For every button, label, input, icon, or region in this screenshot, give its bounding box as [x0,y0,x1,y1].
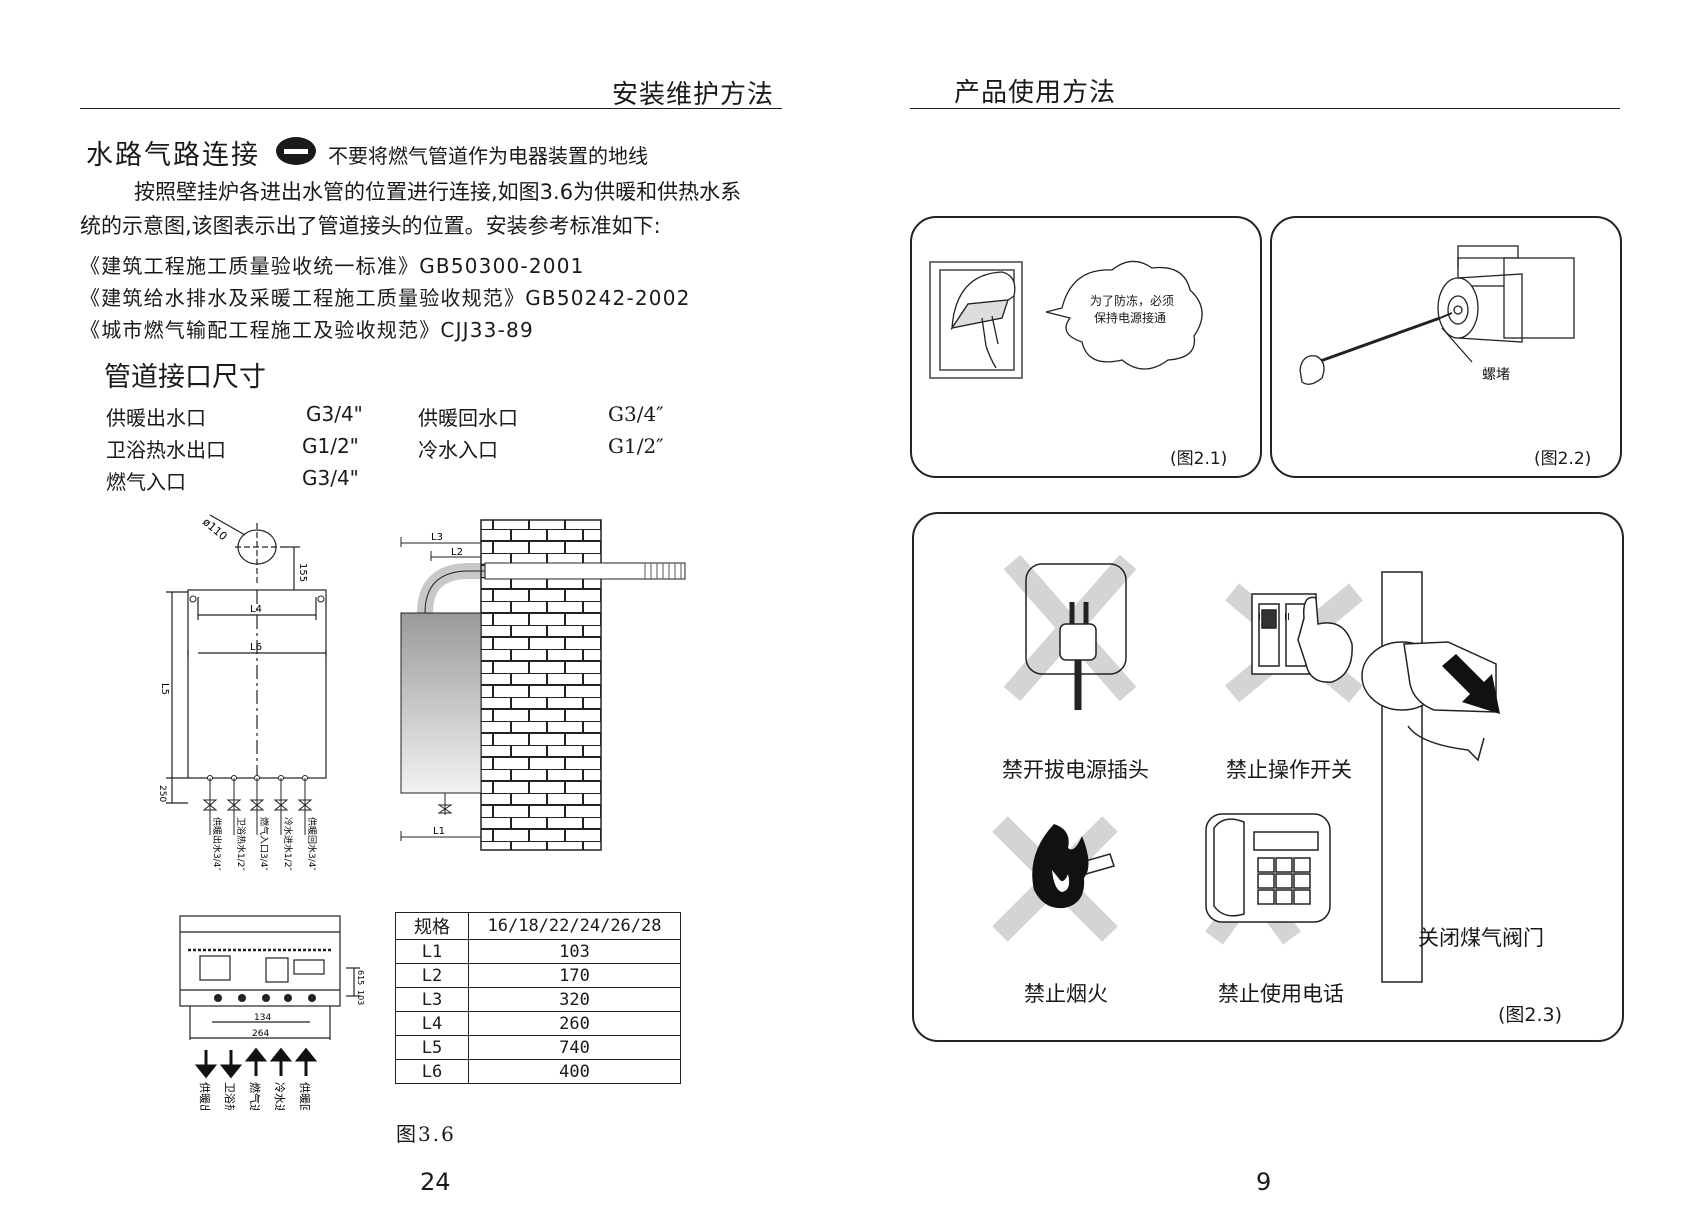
left-page-header: 安装维护方法 [612,80,775,110]
table-cell: L6 [395,1059,469,1084]
safety-illustrations [992,554,1500,983]
page-number-right: 9 [1256,1168,1272,1196]
paragraph-line-1: 按照壁挂炉各进出水管的位置进行连接,如图3.6为供暖和供热水系 [134,180,742,204]
spec-size: G1/2" [302,434,359,458]
figure-2-1-caption: (图2.1) [1170,449,1228,469]
table-header-row: 规格 16/18/22/24/26/28 [395,912,681,940]
arrow-label: 供暖回水 [298,1082,312,1110]
right-page-header: 产品使用方法 [954,78,1117,108]
paragraph-line-2: 统的示意图,该图表示出了管道接头的位置。安装参考标准如下: [80,214,661,238]
dim-155: 155 [297,563,308,582]
label-no-fire: 禁止烟火 [1024,982,1108,1006]
page-number-left: 24 [420,1168,451,1196]
dim-label-l1: L1 [433,826,445,837]
switch-mark: II [1284,612,1290,623]
left-header-rule [80,108,782,109]
label-no-unplug: 禁开拔电源插头 [1002,758,1149,782]
spec-size: G3/4″ [608,402,664,426]
bottom-view-diagram: 134 264 615 103 供暖出水 卫浴热水 燃气进口 冷水进水 供暖回水 [179,915,365,1110]
spec-name: 燃气入口 [106,470,186,494]
socket-illustration [929,260,1203,379]
table-cell: 103 [468,939,681,964]
front-view-diagram: ø110 155 L4 L6 L5 250 供暖出水3/4″ 卫浴热水1/2″ … [157,514,327,871]
outlet-label: 燃气入口3/4″ [258,817,270,871]
outlet-label: 供暖出水3/4″ [211,817,223,871]
side-view-diagram: L3 L2 L1 [400,519,686,851]
spec-size: G1/2″ [608,434,664,458]
pump-illustration [1299,245,1575,385]
dim-label-l3: L3 [431,532,443,543]
outlet-label: 冷水进水1/2″ [282,817,294,871]
outlet-label: 卫浴热水1/2″ [235,817,247,871]
figure-label: 图3.6 [396,1122,456,1146]
warning-text: 不要将燃气管道作为电器装置的地线 [328,144,648,168]
table-header-cell: 规格 [395,912,469,940]
dim-134: 134 [254,1013,271,1023]
table-cell: 320 [468,987,681,1012]
table-cell: L3 [395,987,469,1012]
dim-103: 103 [356,990,365,1005]
arrow-label: 冷水进水 [273,1082,286,1110]
table-cell: L1 [395,939,469,964]
table-cell: 260 [468,1011,681,1036]
prohibition-icon [276,137,316,165]
figure-2-3-caption: (图2.3) [1498,1004,1563,1026]
arrow-label: 燃气进口 [248,1082,262,1110]
label-no-phone: 禁止使用电话 [1218,982,1344,1006]
table-cell: L4 [395,1011,469,1036]
switch-mark: I [1258,612,1261,623]
dim-615: 615 [356,970,365,985]
dim-label-l6: L6 [250,642,262,653]
bubble-text-line-2: 保持电源接通 [1094,311,1167,325]
spec-name: 冷水入口 [418,438,498,462]
table-cell: 170 [468,963,681,988]
arrow-label: 卫浴热水 [223,1082,236,1110]
dim-label-l2: L2 [451,547,463,558]
spec-name: 供暖回水口 [418,406,518,430]
bubble-text-line-1: 为了防冻，必须 [1090,294,1175,308]
figure-2-3-panel: I II 禁开拔电源插头 禁止操作开关 关闭煤气阀门 禁止烟火 禁止使用电话 (… [912,512,1624,1042]
table-cell: 740 [468,1035,681,1060]
label-close-gas-valve: 关闭煤气阀门 [1418,926,1544,950]
spec-name: 卫浴热水出口 [106,438,226,462]
section-title: 水路气路连接 [86,140,260,171]
dim-264: 264 [252,1029,269,1039]
table-cell: 400 [468,1059,681,1084]
spec-size: G3/4" [302,466,359,490]
spec-size: G3/4" [306,402,363,426]
dim-label-l4: L4 [250,604,262,615]
plug-screw-label: 螺堵 [1482,367,1510,383]
diameter-label: ø110 [200,515,230,543]
standard-item: 《建筑工程施工质量验收统一标准》GB50300-2001 [80,254,585,278]
arrow-label: 供暖出水 [198,1082,212,1110]
table-cell: L5 [395,1035,469,1060]
dim-250: 250 [157,785,167,802]
table-cell: L2 [395,963,469,988]
spec-name: 供暖出水口 [106,406,206,430]
outlet-label: 供暖回水3/4″ [306,817,318,871]
right-header-rule [910,108,1620,109]
dim-label-l5: L5 [159,683,170,695]
standard-item: 《建筑给水排水及采暖工程施工质量验收规范》GB50242-2002 [80,286,691,310]
figure-2-2-panel: 螺堵 (图2.2) [1270,216,1622,478]
table-header-cell: 16/18/22/24/26/28 [468,912,681,940]
figure-2-2-caption: (图2.2) [1534,449,1592,469]
pipe-size-title: 管道接口尺寸 [104,362,266,393]
figure-2-1-panel: 为了防冻，必须 保持电源接通 (图2.1) [910,216,1262,478]
label-no-switch: 禁止操作开关 [1226,758,1352,782]
standard-item: 《城市燃气输配工程施工及验收规范》CJJ33-89 [80,318,534,342]
